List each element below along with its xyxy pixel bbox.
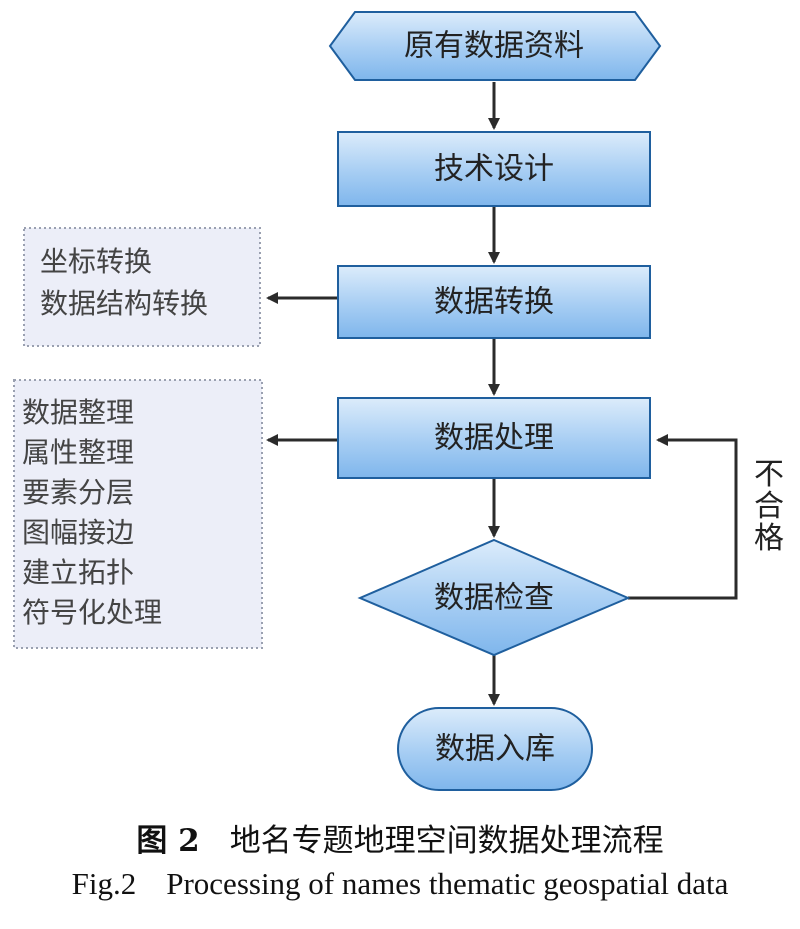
note-processing-line: 图幅接边 xyxy=(22,516,134,549)
caption-chinese: 图 2 地名专题地理空间数据处理流程 xyxy=(0,815,800,860)
fail-label-char: 不 xyxy=(754,457,784,492)
note-box-processing xyxy=(13,379,263,649)
caption-en-title: Processing of names thematic geospatial … xyxy=(166,866,729,901)
fail-label-char: 格 xyxy=(754,521,784,556)
note-conversion-line: 坐标转换 xyxy=(40,245,152,278)
step-conversion-node xyxy=(337,265,651,339)
note-processing-line: 属性整理 xyxy=(22,436,134,469)
caption-en-number: Fig.2 xyxy=(71,866,137,901)
step-design-node xyxy=(337,131,651,207)
check-label: 数据检查 xyxy=(434,581,554,616)
arrow-fail-loop xyxy=(628,434,738,600)
caption-cn-number: 图 2 xyxy=(136,823,200,859)
step-conversion-label: 数据转换 xyxy=(434,285,554,320)
start-node xyxy=(328,11,662,81)
fail-label-char: 合 xyxy=(754,489,784,524)
note-processing-line: 符号化处理 xyxy=(22,596,162,629)
note-processing-line: 要素分层 xyxy=(22,476,134,509)
note-box-conversion xyxy=(23,227,261,347)
step-processing-label: 数据处理 xyxy=(434,421,554,456)
note-conversion-line: 数据结构转换 xyxy=(40,287,208,320)
step-processing-node xyxy=(337,397,651,479)
start-label: 原有数据资料 xyxy=(404,29,584,64)
caption-cn-title: 地名专题地理空间数据处理流程 xyxy=(229,823,664,859)
note-processing-line: 数据整理 xyxy=(22,396,134,429)
note-processing-line: 建立拓扑 xyxy=(22,556,134,589)
check-decision-node xyxy=(357,538,631,657)
end-label: 数据入库 xyxy=(435,732,555,767)
step-design-label: 技术设计 xyxy=(434,152,554,187)
caption-english: Fig.2 Processing of names thematic geospa… xyxy=(0,866,800,902)
flowchart: 坐标转换 数据结构转换 数据整理 属性整理 要素分层 图幅接边 建立拓扑 符号化… xyxy=(13,11,784,791)
end-node xyxy=(397,707,593,791)
